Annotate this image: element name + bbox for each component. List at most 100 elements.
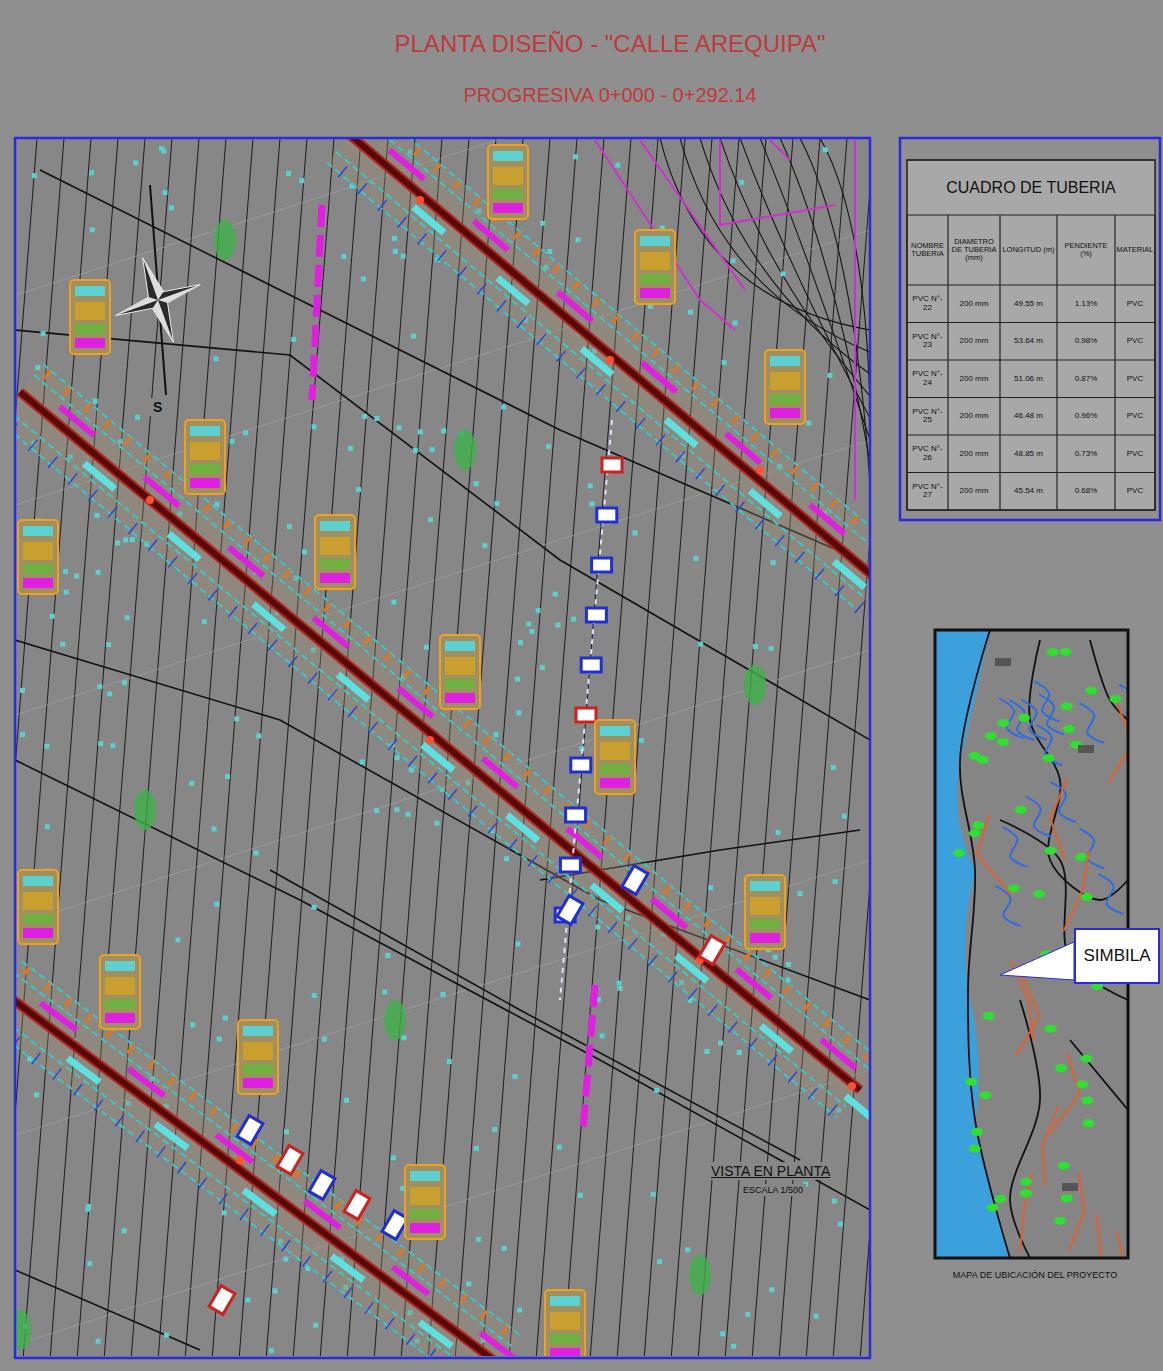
- station-tick: [384, 653, 390, 661]
- station-tick: [378, 200, 387, 211]
- survey-point: [547, 249, 552, 254]
- station-tick: [533, 248, 539, 256]
- survey-point: [44, 744, 49, 749]
- plan-shape: [320, 573, 350, 583]
- manhole: [146, 496, 154, 504]
- town-dot: [1075, 853, 1087, 861]
- town-dot: [1063, 725, 1075, 733]
- table-text: PVC: [1127, 300, 1143, 308]
- town-dot: [969, 829, 981, 837]
- plan-shape: [23, 564, 53, 574]
- street-edge: [16, 972, 513, 1347]
- plan-shape: [445, 641, 475, 651]
- survey-point: [125, 615, 130, 620]
- plan-shape: [545, 1290, 585, 1356]
- pipe-outline: [350, 139, 869, 582]
- town-dot: [1081, 893, 1093, 901]
- survey-point: [651, 1192, 656, 1197]
- station-tick: [248, 623, 257, 634]
- station-tag: [622, 866, 648, 895]
- station-tick: [308, 673, 317, 684]
- station-tick: [735, 502, 744, 513]
- survey-point: [45, 824, 50, 829]
- station-tick: [136, 1131, 144, 1142]
- survey-point: [823, 147, 828, 152]
- table-text: PVC N°- 27: [908, 483, 947, 500]
- station-tick: [328, 689, 337, 700]
- survey-point: [96, 570, 101, 575]
- survey-point: [406, 812, 411, 817]
- table-text: PENDIENTE (%): [1058, 242, 1114, 258]
- table-cell: 51.06 m: [1000, 360, 1057, 398]
- station-tick: [427, 1349, 435, 1356]
- town-dot: [1081, 1096, 1093, 1104]
- north-arrow: [100, 185, 215, 395]
- survey-point: [482, 543, 487, 548]
- table-text: MATERIAL: [1117, 246, 1154, 254]
- station-tick: [851, 516, 857, 524]
- station-tick: [504, 753, 510, 761]
- road: [1050, 1054, 1080, 1134]
- survey-point: [284, 1129, 289, 1134]
- survey-point: [230, 439, 235, 444]
- plan-shape: [745, 875, 785, 949]
- station-tick: [358, 183, 367, 194]
- station-tag: [560, 858, 580, 872]
- town-dot: [1020, 1178, 1032, 1186]
- station-tick: [388, 739, 397, 750]
- survey-point: [430, 447, 435, 452]
- survey-point: [302, 549, 307, 554]
- survey-point: [123, 537, 128, 542]
- survey-point: [374, 416, 379, 421]
- street-edge: [364, 139, 869, 565]
- station-tick: [428, 772, 437, 783]
- manhole-tag: [765, 350, 805, 424]
- contour-line: [820, 139, 869, 506]
- sewer-pipe: [16, 990, 500, 1356]
- station-tag: [277, 1146, 303, 1175]
- plan-label: ESCALA 1/500: [740, 1184, 806, 1196]
- plan-shape: [410, 1171, 440, 1181]
- table-cell: PVC: [1115, 360, 1155, 398]
- station-tick: [784, 986, 790, 994]
- survey-point: [753, 644, 758, 649]
- location-callout: SIMBILA: [1074, 928, 1160, 984]
- station-tick: [544, 786, 550, 794]
- plan-shape: [190, 478, 220, 488]
- station-tick: [548, 872, 557, 883]
- station-tick: [302, 1256, 310, 1267]
- river: [1079, 828, 1104, 868]
- station-tick: [188, 573, 197, 584]
- station-tick: [792, 466, 798, 474]
- station-tick: [648, 955, 657, 966]
- station-tick: [88, 490, 97, 501]
- contour-line: [760, 139, 869, 440]
- contour-line: [680, 139, 869, 352]
- plan-shape: [635, 230, 675, 304]
- station-tick: [502, 1326, 508, 1334]
- town-dot: [1008, 884, 1020, 892]
- station-tick: [164, 470, 170, 478]
- survey-point: [571, 617, 576, 622]
- station-tick: [588, 905, 597, 916]
- station-tag: [237, 1116, 263, 1145]
- station-tick: [16, 1037, 20, 1048]
- plan-shape: [320, 537, 350, 555]
- survey-point: [733, 320, 738, 325]
- survey-point: [401, 254, 406, 259]
- town-dot: [1057, 1162, 1069, 1170]
- survey-point: [401, 1035, 406, 1040]
- table-cell: 53.64 m: [1000, 323, 1057, 361]
- street-band: [350, 139, 869, 582]
- map-mark: [995, 658, 1011, 666]
- survey-point: [731, 258, 736, 263]
- street-edge: [327, 163, 857, 610]
- street-band: [20, 392, 860, 1090]
- survey-point: [595, 925, 600, 930]
- survey-point: [356, 487, 361, 492]
- table-cell: 200 mm: [948, 398, 1000, 436]
- station-tick: [228, 606, 237, 617]
- station-tick: [74, 1084, 82, 1095]
- boundary: [1090, 640, 1128, 720]
